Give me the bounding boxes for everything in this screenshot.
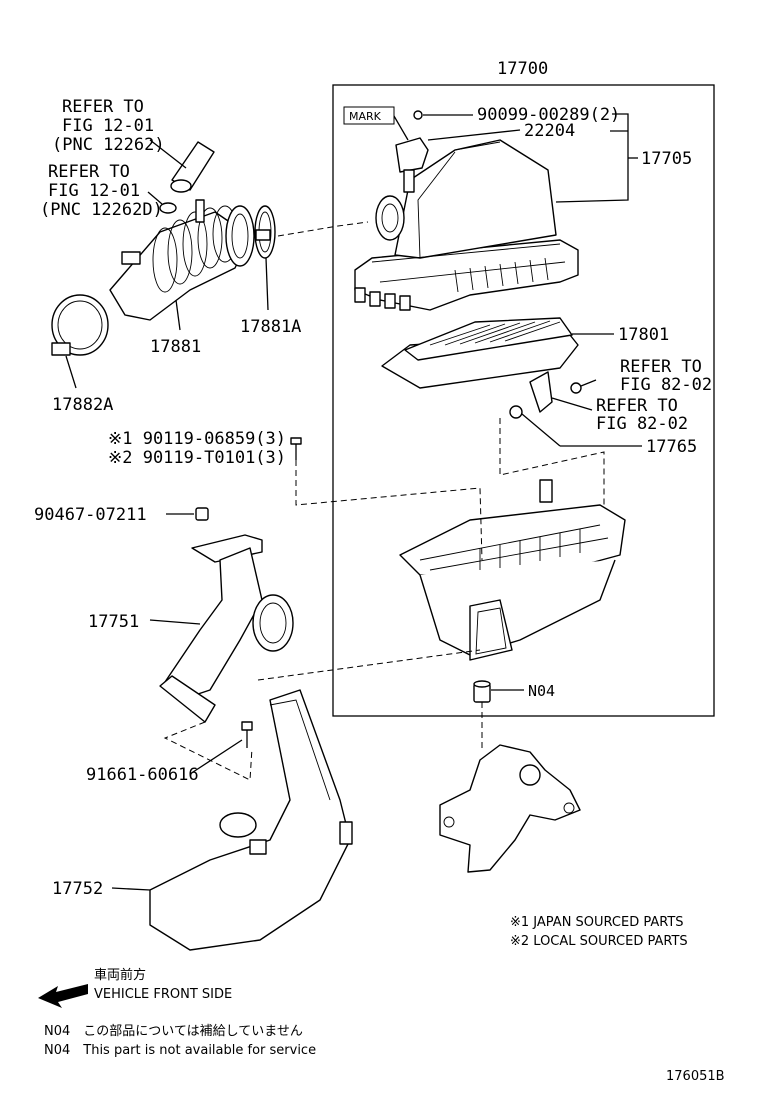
label-17765[interactable]: 17765: [646, 437, 697, 457]
label-refer4-b[interactable]: FIG 82-02: [596, 414, 688, 434]
air-cleaner-cap: [354, 139, 579, 311]
cap-clips: [354, 287, 411, 311]
note-japan-sourced: ※1 JAPAN SOURCED PARTS: [510, 915, 684, 930]
bolt-91661-icon: [241, 721, 253, 748]
label-refer3-a[interactable]: REFER TO: [620, 357, 702, 377]
cap-ribs: [454, 257, 549, 293]
clamp-17881A: [254, 205, 276, 259]
label-17751[interactable]: 17751: [88, 612, 139, 632]
label-17881[interactable]: 17881: [150, 337, 201, 357]
figure-id: 176051B: [666, 1069, 725, 1084]
bolt-90119-icon: [290, 437, 302, 460]
label-22204[interactable]: 22204: [524, 121, 575, 141]
label-refer2-c[interactable]: (PNC 12262D): [40, 200, 163, 220]
label-bolt-90119-T0101[interactable]: ※2 90119-T0101(3): [108, 448, 286, 468]
label-17752[interactable]: 17752: [52, 879, 103, 899]
footnote-jp: N04 この部品については補給していません: [44, 1024, 303, 1039]
filter-pleats: [429, 320, 561, 346]
direction-label-jp: 車両前方: [94, 967, 146, 983]
gasket-icon: [159, 202, 177, 214]
grommet-n04: [473, 680, 491, 703]
label-91661-60616[interactable]: 91661-60616: [86, 765, 199, 785]
air-filter-element: [381, 317, 579, 389]
label-refer3-b[interactable]: FIG 82-02: [620, 375, 712, 395]
intake-hose-17881: [109, 199, 255, 321]
footnote-en: N04 This part is not available for servi…: [44, 1043, 316, 1058]
bracket-17765: [529, 371, 553, 413]
vehicle-front-arrow-icon: [38, 984, 88, 1008]
label-17801[interactable]: 17801: [618, 325, 669, 345]
assembly-frame-17700: [332, 84, 715, 717]
clip-icon: [570, 379, 597, 394]
label-refer4-a[interactable]: REFER TO: [596, 396, 678, 416]
clamp-17882A: [51, 294, 109, 356]
inlet-duct-17751: [159, 534, 294, 723]
label-refer2-b[interactable]: FIG 12-01: [48, 181, 140, 201]
mark-box: [343, 106, 395, 125]
nut-icon: [509, 405, 523, 419]
label-refer1-a[interactable]: REFER TO: [62, 97, 144, 117]
outlet-duct-17752: [149, 689, 353, 951]
mounting-bracket: [439, 744, 581, 873]
label-90467-07211[interactable]: 90467-07211: [34, 505, 147, 525]
label-refer1-b[interactable]: FIG 12-01: [62, 116, 154, 136]
label-refer2-a[interactable]: REFER TO: [48, 162, 130, 182]
upstream-pipe-stub: [170, 141, 215, 193]
label-17881A[interactable]: 17881A: [240, 317, 301, 337]
direction-label-en: VEHICLE FRONT SIDE: [94, 987, 232, 1002]
mark-label: MARK: [349, 110, 382, 123]
label-refer1-c[interactable]: (PNC 12262): [52, 135, 165, 155]
label-90099-00289[interactable]: 90099-00289(2): [477, 105, 620, 125]
label-17700[interactable]: 17700: [497, 59, 548, 79]
label-bolt-90119-06859[interactable]: ※1 90119-06859(3): [108, 429, 286, 449]
air-cleaner-case: [399, 479, 626, 661]
mass-air-flow-sensor: [395, 137, 429, 193]
case-ribs: [479, 529, 581, 570]
label-17882A[interactable]: 17882A: [52, 395, 113, 415]
label-n04[interactable]: N04: [528, 682, 555, 700]
bolt-90099-icon: [413, 110, 423, 120]
note-local-sourced: ※2 LOCAL SOURCED PARTS: [510, 934, 688, 949]
label-17705[interactable]: 17705: [641, 149, 692, 169]
bolt-90467-icon: [195, 507, 209, 521]
